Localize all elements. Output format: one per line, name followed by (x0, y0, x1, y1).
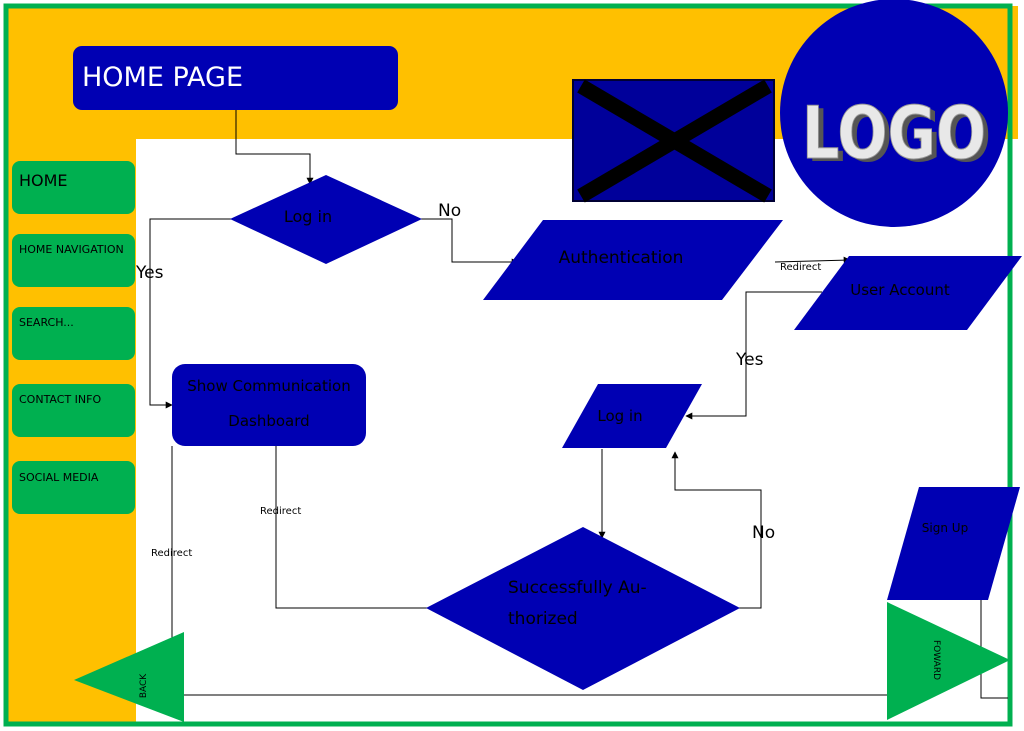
sign-up-box[interactable]: Sign Up (887, 487, 1020, 600)
authentication-box[interactable]: Authentication (483, 220, 783, 300)
user-account-label: User Account (850, 281, 950, 299)
sidebar-item-search[interactable]: SEARCH... (12, 307, 135, 360)
login-decision-label: Log in (284, 207, 332, 226)
sidebar-item-home[interactable]: HOME (12, 161, 135, 214)
connector-login-no (420, 218, 519, 266)
sidebar-item-social-media[interactable]: SOCIAL MEDIA (12, 461, 135, 514)
show-communication-dashboard-box[interactable]: Show Communication Dashboard (172, 364, 366, 446)
login-box[interactable]: Log in (562, 384, 702, 448)
user-account-box[interactable]: User Account (794, 256, 1022, 330)
logo-text: LOGO (802, 91, 986, 175)
sidebar-item-label: CONTACT INFO (19, 393, 101, 406)
back-button[interactable]: BACK (74, 632, 184, 722)
header-title: HOME PAGE (82, 62, 243, 93)
connector-account-yes (685, 291, 822, 420)
connector-home-to-login (235, 110, 314, 185)
sidebar-item-contact-info[interactable]: CONTACT INFO (12, 384, 135, 437)
login-decision[interactable]: Log in (230, 175, 422, 264)
connector-auth-redirect (774, 256, 851, 264)
image-placeholder (572, 79, 775, 203)
logo[interactable]: LOGO LOGO (780, 0, 1008, 227)
edge-label-yes: Yes (735, 350, 764, 370)
sidebar-item-home-navigation[interactable]: HOME NAVIGATION (12, 234, 135, 287)
authentication-label: Authentication (559, 248, 684, 268)
sidebar: HOME HOME NAVIGATION SEARCH... CONTACT I… (12, 161, 135, 514)
orange-left-band (6, 6, 136, 724)
forward-button[interactable]: FOWARD (887, 602, 1010, 720)
edge-label-redirect: Redirect (260, 506, 301, 517)
login-box-label: Log in (597, 407, 642, 425)
show-communication-label: Show Communication (187, 377, 350, 395)
successfully-authorized-decision[interactable]: Successfully Au- thorized (426, 527, 740, 690)
success-label-line1: Successfully Au- (508, 578, 647, 598)
edge-label-no: No (438, 201, 461, 221)
dashboard-label: Dashboard (228, 412, 309, 430)
edge-label-yes: Yes (135, 263, 164, 283)
edge-label-redirect: Redirect (780, 262, 821, 273)
logo-text-shadow: LOGO (807, 94, 991, 178)
sidebar-item-label: HOME (19, 171, 68, 190)
sidebar-item-label: SEARCH... (19, 316, 74, 329)
home-page-header[interactable]: HOME PAGE (73, 46, 398, 110)
edge-label-no: No (752, 523, 775, 543)
connector-success-no (671, 451, 762, 609)
sidebar-item-label: HOME NAVIGATION (19, 243, 124, 256)
page-border (3, 3, 1013, 727)
forward-label: FOWARD (931, 640, 941, 680)
sign-up-label: Sign Up (922, 521, 968, 535)
connector-dashboard-redirect (275, 446, 428, 609)
edge-label-redirect: Redirect (151, 548, 192, 559)
connector-login-yes (149, 218, 232, 409)
back-label: BACK (139, 673, 149, 698)
success-label-line2: thorized (508, 609, 578, 629)
sidebar-item-label: SOCIAL MEDIA (19, 471, 99, 484)
